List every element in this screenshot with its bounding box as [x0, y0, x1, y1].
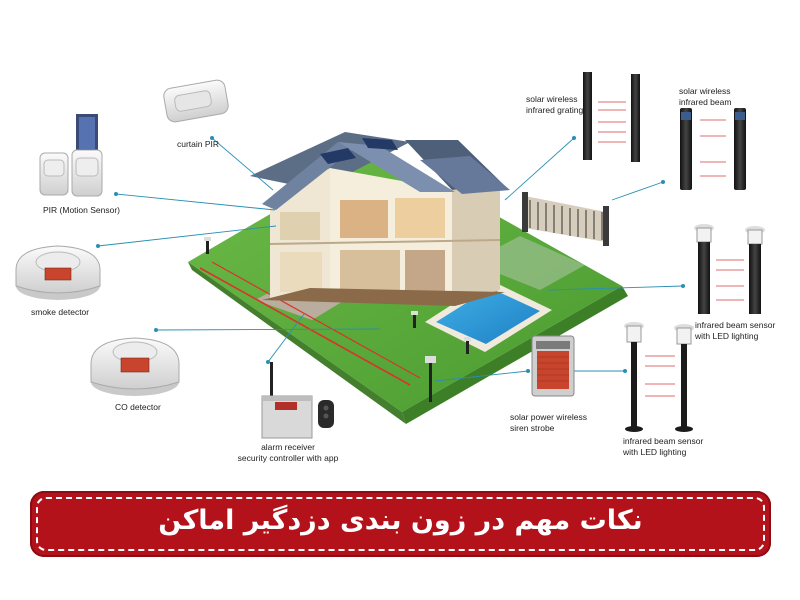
- label-co-detector: CO detector: [115, 402, 161, 412]
- co-detector-icon: [90, 337, 180, 396]
- curtain-pir-icon: [163, 79, 229, 123]
- siren-strobe-icon: [531, 335, 575, 397]
- banner-title: نکات مهم در زون بندی دزدگیر اماکن: [158, 505, 643, 536]
- connector-lines: [97, 137, 684, 382]
- label-ir-led-right: infrared beam sensor with LED lighting: [695, 320, 775, 342]
- alarm-receiver-icon: [261, 362, 313, 439]
- label-curtain-pir: curtain PIR: [177, 139, 220, 149]
- label-alarm-line2: security controller with app: [237, 453, 339, 463]
- infrared-beam-icon: [680, 108, 746, 190]
- label-solar-beam-line1: solar wireless: [679, 86, 731, 96]
- label-solar-beam: solar wireless infrared beam: [679, 86, 731, 108]
- smoke-detector-icon: [15, 245, 101, 300]
- label-alarm-line1: alarm receiver: [261, 442, 315, 452]
- infrared-grating-icon: [583, 72, 640, 162]
- garden-lamps: [204, 237, 471, 402]
- label-pir-motion: PIR (Motion Sensor): [43, 205, 120, 215]
- label-ir-led-right-line2: with LED lighting: [695, 331, 759, 341]
- pir-sensor-icon: [39, 114, 103, 197]
- pool: [425, 280, 552, 352]
- label-ir-led-bottom: infrared beam sensor with LED lighting: [623, 436, 703, 458]
- title-banner: نکات مهم در زون بندی دزدگیر اماکن: [30, 491, 771, 557]
- label-alarm-receiver: alarm receiver security controller with …: [238, 442, 339, 464]
- label-solar-beam-line2: infrared beam: [679, 97, 732, 107]
- led-beam-sensor-icon: [694, 224, 765, 314]
- label-smoke-detector: smoke detector: [31, 307, 90, 317]
- label-solar-grating-line2: infrared grating: [526, 105, 584, 115]
- connector-dots: [96, 136, 685, 373]
- label-ir-led-right-line1: infrared beam sensor: [695, 320, 776, 330]
- label-siren: solar power wireless siren strobe: [510, 412, 587, 434]
- label-solar-grating: solar wireless infrared grating: [526, 94, 583, 116]
- label-solar-grating-line1: solar wireless: [526, 94, 578, 104]
- label-siren-line2: siren strobe: [510, 423, 555, 433]
- label-siren-line1: solar power wireless: [510, 412, 587, 422]
- label-ir-led-bottom-line2: with LED lighting: [623, 447, 687, 457]
- label-ir-led-bottom-line1: infrared beam sensor: [623, 436, 704, 446]
- banner-dashed-border: [36, 497, 765, 551]
- house-illustration: [250, 132, 609, 306]
- led-beam-sensor-icon-2: [624, 322, 694, 432]
- remote-control-icon: [318, 400, 334, 428]
